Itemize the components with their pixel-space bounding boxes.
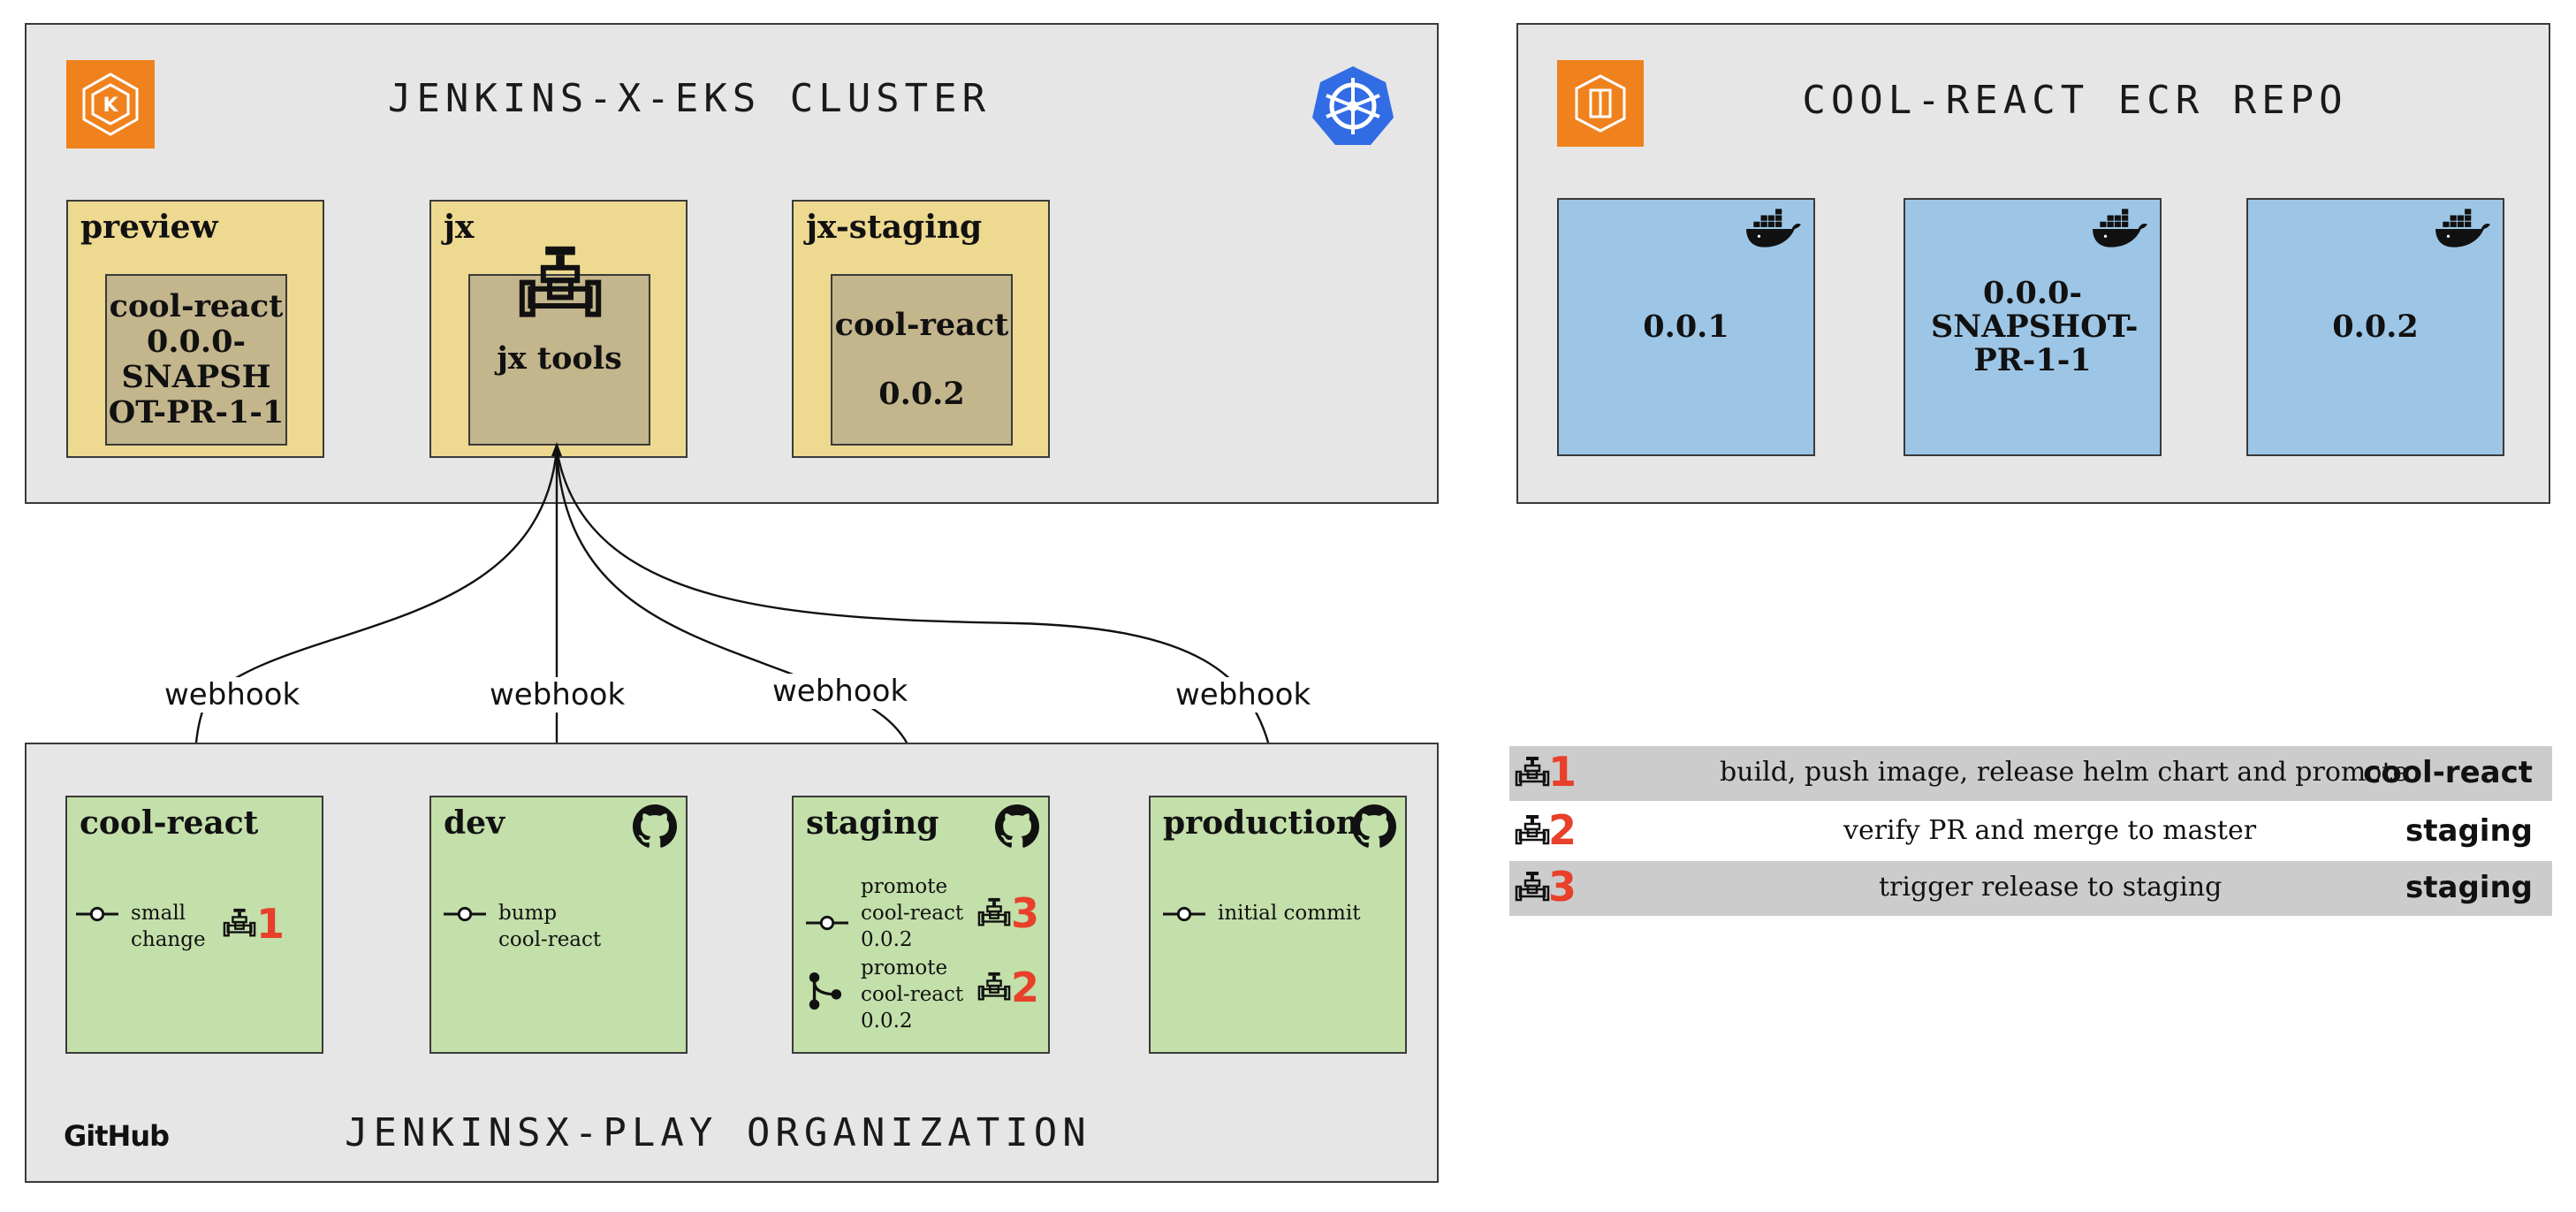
repo-name: dev [444,804,505,842]
svg-text:K: K [103,95,118,117]
github-logo: GitHub [64,1119,170,1153]
valve-icon [1515,870,1550,905]
repo-name: staging [806,804,939,842]
legend-description: build, push image, release helm chart an… [1720,757,2409,788]
namespace-jx: jx jx tools [429,200,688,458]
repo-production[interactable]: production initial commit [1149,796,1407,1054]
cluster-title: JENKINS-X-EKS CLUSTER [387,76,992,121]
valve-icon [977,971,1011,1004]
image-snapshot: 0.0.0- SNAPSHOT- PR-1-1 [1904,198,2162,456]
legend-repo: cool-react [2363,755,2533,790]
repo-name: cool-react [80,804,259,842]
github-icon [1352,804,1396,849]
namespace-label: jx [444,209,475,246]
commit-message: promote cool-react 0.0.2 [861,957,964,1033]
namespace-label: jx-staging [806,209,983,246]
valve-icon [1515,813,1550,849]
commit-message: small change [131,902,206,951]
commit-message: initial commit [1218,902,1361,925]
eks-cluster-panel: K JENKINS-X-EKS CLUSTER preview cool-rea… [25,23,1439,504]
github-org-panel: cool-react small change 1 dev bump cool-… [25,743,1439,1183]
valve-icon [977,896,1011,930]
webhook-label-3: webhook [769,674,912,709]
staging-pod: cool-react 0.0.2 [831,274,1013,446]
pipeline-number: 3 [1011,889,1040,937]
repo-dev[interactable]: dev bump cool-react [429,796,688,1054]
image-tag: 0.0.1 [1643,309,1729,345]
legend-number: 1 [1548,748,1577,796]
staging-pod-name: cool-react [834,307,1009,343]
legend-description: trigger release to staging [1879,872,2223,903]
legend-repo: staging [2405,870,2533,905]
commit-message: bump cool-react [498,902,602,951]
valve-icon [223,907,256,941]
legend-number: 2 [1548,806,1577,854]
jx-tools-label: jx tools [497,340,622,377]
repo-staging[interactable]: staging promote cool-react 0.0.2 3 promo… [792,796,1050,1054]
commit-message: promote cool-react 0.0.2 [861,875,964,951]
legend-repo: staging [2405,813,2533,849]
eks-logo-icon: K [66,60,155,149]
commit-icon [806,914,848,932]
github-icon [995,804,1039,849]
repo-cool-react[interactable]: cool-react small change 1 [65,796,323,1054]
staging-pod-version: 0.0.2 [878,376,965,412]
webhook-label-2: webhook [486,677,629,713]
ecr-title: COOL-REACT ECR REPO [1802,78,2348,123]
namespace-label: preview [80,209,218,246]
image-0-0-2: 0.0.2 [2246,198,2504,456]
image-tag: 0.0.2 [2332,309,2419,345]
legend-description: verify PR and merge to master [1843,815,2257,846]
legend-number: 3 [1548,863,1577,911]
commit-icon [1163,905,1205,923]
kubernetes-icon [1311,64,1394,147]
preview-pod: cool-react 0.0.0-SNAPSH OT-PR-1-1 [105,274,287,446]
ecr-logo-icon [1557,60,1644,147]
webhook-label-4: webhook [1172,677,1315,713]
legend-row-2: 2 verify PR and merge to master staging [1509,804,2552,859]
commit-icon [76,905,118,923]
webhook-label-1: webhook [161,677,304,713]
repo-name: production [1163,804,1359,842]
merge-icon [806,971,843,1011]
commit-icon [444,905,486,923]
jx-tools-pod: jx tools [468,274,650,446]
valve-icon [1515,755,1550,790]
pipeline-number: 2 [1011,964,1040,1011]
arrowhead [551,442,562,456]
legend-row-3: 3 trigger release to staging staging [1509,861,2552,916]
namespace-preview: preview cool-react 0.0.0-SNAPSH OT-PR-1-… [66,200,324,458]
github-icon [633,804,677,849]
image-0-0-1: 0.0.1 [1557,198,1815,456]
image-tag: 0.0.0- SNAPSHOT- PR-1-1 [1931,275,2139,378]
pipeline-number: 1 [256,900,285,948]
github-org-title: JENKINSX-PLAY ORGANIZATION [345,1110,1091,1155]
namespace-jx-staging: jx-staging cool-react 0.0.2 [792,200,1050,458]
legend-row-1: 1 build, push image, release helm chart … [1509,746,2552,801]
ecr-repo-panel: COOL-REACT ECR REPO 0.0.1 0.0.0- SNAPSHO… [1516,23,2550,504]
webhook-line-cool-react [193,448,559,797]
